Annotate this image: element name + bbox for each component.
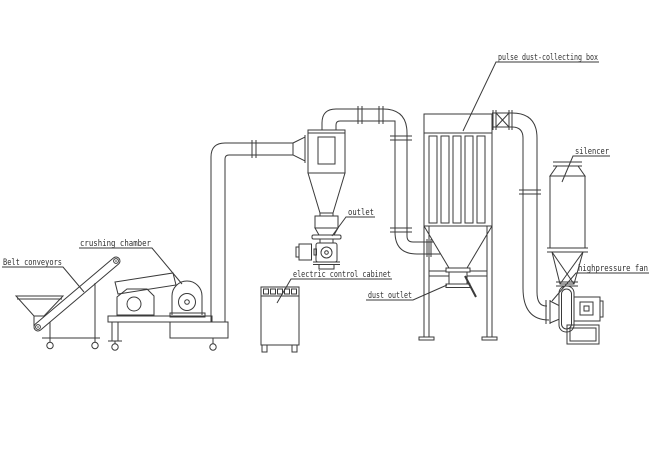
- silencer: [547, 161, 588, 253]
- label-belt-conveyors: Belt conveyors: [2, 258, 85, 293]
- pulse-dust-collecting-box-text: pulse dust-collecting box: [498, 53, 598, 63]
- highpressure-fan-text: highpressure fan: [578, 264, 648, 274]
- crushing-chamber-machine: [107, 272, 229, 351]
- rotary-airlock-valve: [295, 238, 340, 270]
- conveyor-caster-left: [46, 338, 54, 350]
- dust-outlet-text: dust outlet: [368, 291, 412, 301]
- highpressure-fan: [545, 251, 604, 345]
- label-highpressure-fan: highpressure fan: [551, 264, 649, 302]
- labels: Belt conveyors crushing chamber outlet e…: [2, 53, 649, 304]
- label-dust-outlet: dust outlet: [366, 284, 448, 301]
- crushing-chamber-text: crushing chamber: [80, 239, 151, 249]
- pulse-dust-collecting-box: [418, 113, 498, 341]
- conveyor-caster-right: [91, 338, 99, 350]
- electric-control-cabinet-text: electric control cabinet: [293, 270, 391, 280]
- fan-base: [566, 324, 600, 345]
- duct-cyclone-to-collector: [321, 106, 441, 257]
- cyclone-separator: [292, 129, 346, 240]
- label-outlet: outlet: [331, 208, 375, 237]
- label-silencer: silencer: [561, 147, 610, 183]
- crusher-caster-right: [206, 337, 220, 351]
- duct-collector-to-fan: [492, 110, 550, 321]
- belt-conveyors-text: Belt conveyors: [3, 258, 62, 268]
- filter-bags: [428, 135, 486, 224]
- dust-outlet-valve: [445, 267, 477, 298]
- label-electric-control-cabinet: electric control cabinet: [276, 270, 392, 304]
- label-crushing-chamber: crushing chamber: [79, 239, 183, 285]
- crusher-caster-left: [111, 341, 119, 351]
- outlet-text: outlet: [348, 208, 374, 218]
- fan-motor: [573, 296, 604, 322]
- duct-crusher-to-cyclone: [210, 140, 293, 322]
- belt-conveyor: [33, 256, 121, 350]
- silencer-text: silencer: [575, 147, 609, 157]
- electric-control-cabinet: [260, 286, 300, 353]
- label-pulse-dust-collecting-box: pulse dust-collecting box: [462, 53, 599, 132]
